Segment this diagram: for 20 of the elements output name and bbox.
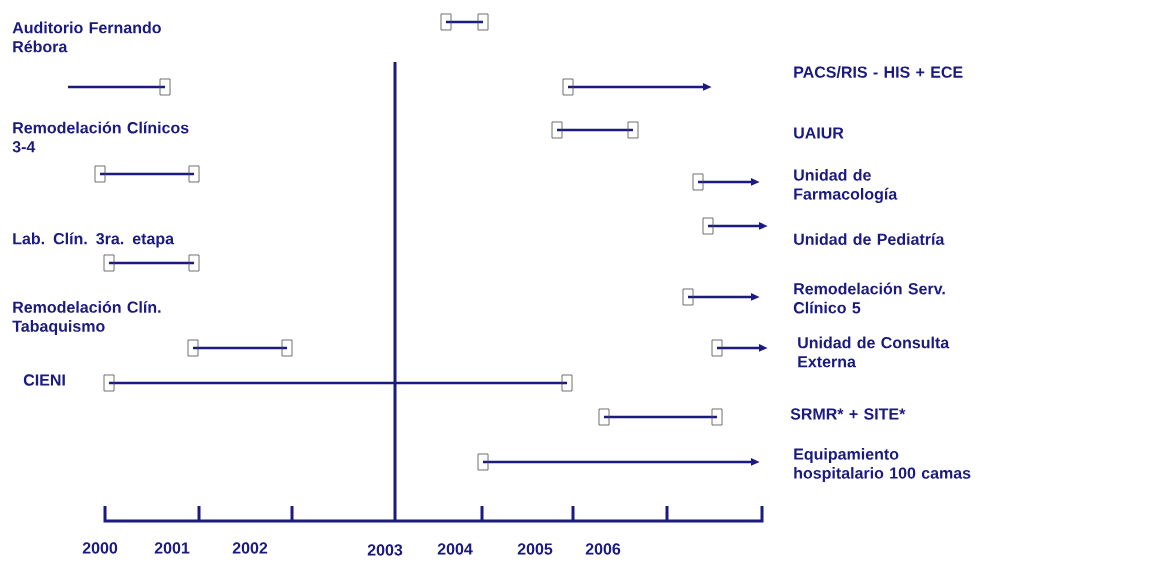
project-label: Equipamiento hospitalario 100 camas xyxy=(794,448,971,482)
year-label: 2001 xyxy=(154,542,190,554)
project-label: Remodelación Serv. Clínico 5 xyxy=(793,282,945,314)
year-label: 2004 xyxy=(437,543,473,555)
project-label: SRMR* + SITE* xyxy=(790,408,906,420)
project-label: CIENI xyxy=(23,374,65,386)
year-label: 2005 xyxy=(517,543,553,555)
project-label: Unidad de Pediatría xyxy=(794,233,945,245)
project-label: Lab. Clín. 3ra. etapa xyxy=(13,232,175,248)
project-label: Unidad de Farmacología xyxy=(794,169,898,203)
project-label: UAIUR xyxy=(794,127,844,139)
project-label: Auditorio Fernando Rébora xyxy=(12,21,161,53)
year-label: 2003 xyxy=(367,544,403,556)
project-label: Unidad de Consulta Externa xyxy=(798,336,950,368)
project-label: Remodelación Clínicos 3-4 xyxy=(12,121,189,153)
year-label: 2000 xyxy=(82,542,118,554)
project-label: PACS/RIS - HIS + ECE xyxy=(794,66,963,78)
year-label: 2002 xyxy=(232,542,268,554)
year-label: 2006 xyxy=(585,543,621,555)
project-label: Remodelación Clín. Tabaquismo xyxy=(12,300,161,335)
